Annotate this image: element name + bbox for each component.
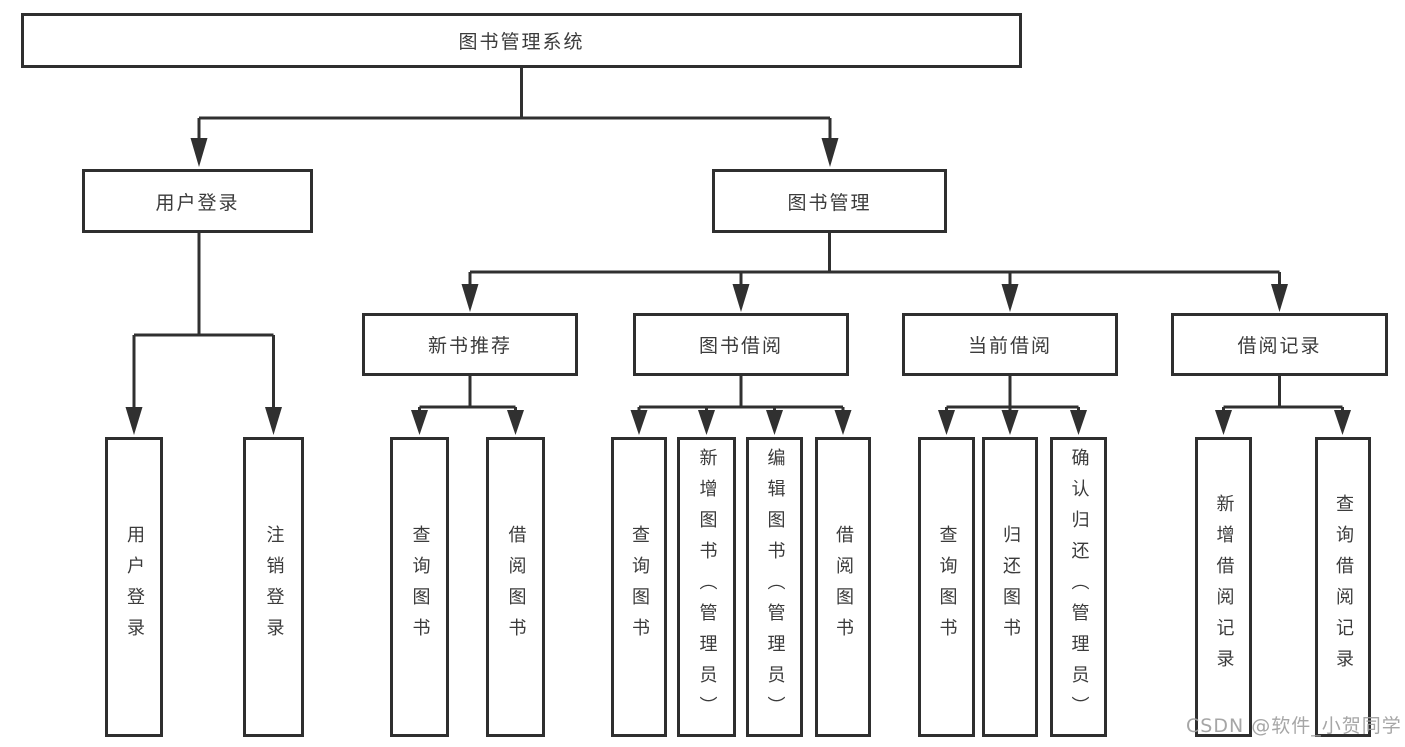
leaf-logout: 注销登录 xyxy=(243,437,304,737)
leaf-query-books-recommend: 查询图书 xyxy=(390,437,449,737)
leaf-confirm-return-admin: 确认归还（管理员） xyxy=(1050,437,1107,737)
node-borrow-record: 借阅记录 xyxy=(1171,313,1388,376)
node-book-borrow: 图书借阅 xyxy=(633,313,849,376)
leaf-edit-books-admin: 编辑图书（管理员） xyxy=(746,437,803,737)
leaf-query-borrow-record: 查询借阅记录 xyxy=(1315,437,1371,737)
node-new-book-recommend: 新书推荐 xyxy=(362,313,578,376)
connector-borrow-branch xyxy=(637,376,845,412)
csdn-watermark: CSDN @软件_小贺同学 xyxy=(1186,715,1402,737)
node-user-login: 用户登录 xyxy=(82,169,313,233)
leaf-query-books-current: 查询图书 xyxy=(918,437,975,737)
leaf-borrow-books-recommend: 借阅图书 xyxy=(486,437,545,737)
connector-new-book-branch xyxy=(418,376,517,412)
node-root-system: 图书管理系统 xyxy=(21,13,1022,68)
connector-user-login-branch xyxy=(132,232,275,409)
connector-root-branch xyxy=(197,68,832,140)
leaf-return-books: 归还图书 xyxy=(982,437,1038,737)
arrowheads xyxy=(125,138,1351,435)
connector-record-branch xyxy=(1222,376,1344,412)
connector-current-branch xyxy=(945,376,1080,412)
leaf-add-books-admin: 新增图书（管理员） xyxy=(677,437,736,737)
leaf-borrow-books: 借阅图书 xyxy=(815,437,871,737)
node-book-management: 图书管理 xyxy=(712,169,947,233)
connector-book-mgmt-branch xyxy=(468,232,1281,286)
leaf-user-login: 用户登录 xyxy=(105,437,163,737)
leaf-query-books-borrow: 查询图书 xyxy=(611,437,667,737)
node-current-borrow: 当前借阅 xyxy=(902,313,1118,376)
leaf-add-borrow-record: 新增借阅记录 xyxy=(1195,437,1252,737)
